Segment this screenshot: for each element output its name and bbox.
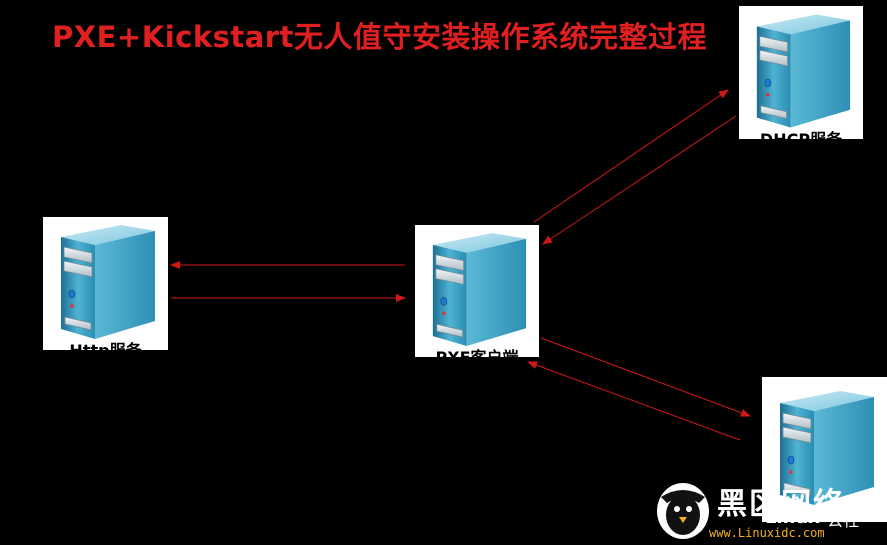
arrow-client-to-tftp [540, 337, 751, 417]
server-icon [432, 232, 527, 347]
watermark-url: www.Linuxidc.com [709, 526, 825, 540]
arrow-dhcp-to-client [542, 115, 737, 245]
node-http-server: Http服务 [43, 217, 168, 350]
server-icon [61, 225, 155, 339]
server-icon [780, 391, 874, 505]
node-dhcp-server: DHCP服务 [739, 6, 863, 139]
node-tftp-server [762, 377, 887, 522]
node-http-label: Http服务 [43, 341, 168, 350]
watermark: 黑区网络 Linux 公社 www.Linuxidc.com [647, 477, 887, 545]
arrow-tftp-to-client [527, 361, 741, 441]
node-pxe-client: PXE客户端 [415, 225, 539, 357]
arrow-client-to-dhcp [533, 89, 729, 223]
diagram-title: PXE+Kickstart无人值守安装操作系统完整过程 [52, 20, 707, 54]
node-client-label: PXE客户端 [415, 348, 539, 357]
watermark-brand: Linux [765, 507, 820, 528]
server-icon [756, 14, 851, 128]
watermark-community: 公社 [827, 511, 860, 530]
watermark-cn-text: 黑区网络 [717, 487, 845, 522]
penguin-icon [657, 483, 709, 539]
node-dhcp-label: DHCP服务 [739, 130, 863, 139]
